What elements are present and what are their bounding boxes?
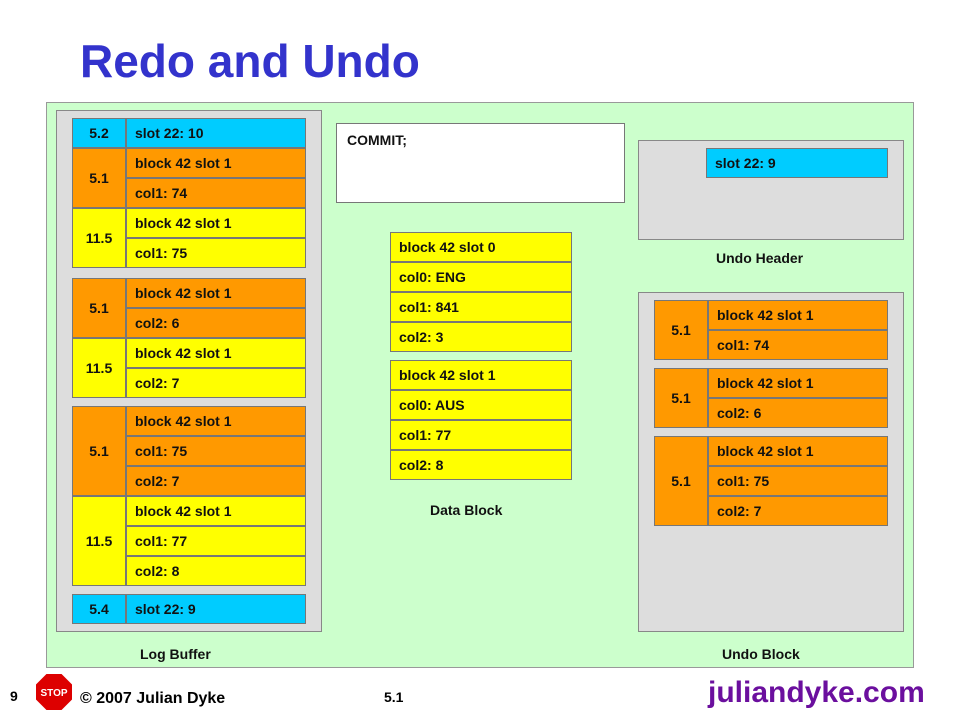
log-row: block 42 slot 1 (126, 278, 306, 308)
log-code: 11.5 (72, 338, 126, 398)
log-row: col1: 74 (126, 178, 306, 208)
log-row: col2: 7 (126, 368, 306, 398)
log-code: 5.4 (72, 594, 126, 624)
undo-row: col1: 74 (708, 330, 888, 360)
data-row: col2: 8 (390, 450, 572, 480)
brand-logo: juliandyke.com (708, 676, 925, 709)
undo-block-label: Undo Block (722, 646, 800, 662)
data-row: col0: ENG (390, 262, 572, 292)
undo-code: 5.1 (654, 436, 708, 526)
log-code: 5.1 (72, 406, 126, 496)
undo-code: 5.1 (654, 368, 708, 428)
log-row: col2: 7 (126, 466, 306, 496)
undo-row: col2: 6 (708, 398, 888, 428)
log-row: col2: 6 (126, 308, 306, 338)
undo-row: block 42 slot 1 (708, 300, 888, 330)
data-row: col1: 841 (390, 292, 572, 322)
log-row: col2: 8 (126, 556, 306, 586)
log-code: 11.5 (72, 208, 126, 268)
log-code: 11.5 (72, 496, 126, 586)
log-row: slot 22: 10 (126, 118, 306, 148)
log-row: col1: 77 (126, 526, 306, 556)
data-row: block 42 slot 1 (390, 360, 572, 390)
page-title: Redo and Undo (80, 35, 420, 87)
undo-row: block 42 slot 1 (708, 368, 888, 398)
copyright-text: © 2007 Julian Dyke (80, 690, 226, 707)
undo-row: col2: 7 (708, 496, 888, 526)
data-block-label: Data Block (430, 502, 503, 518)
log-row: block 42 slot 1 (126, 406, 306, 436)
undo-code: 5.1 (654, 300, 708, 360)
log-row: block 42 slot 1 (126, 148, 306, 178)
data-row: col2: 3 (390, 322, 572, 352)
section-code: 5.1 (384, 689, 404, 705)
log-code: 5.1 (72, 278, 126, 338)
log-row: col1: 75 (126, 238, 306, 268)
undo-header-slot: slot 22: 9 (706, 148, 888, 178)
undo-row: block 42 slot 1 (708, 436, 888, 466)
stop-sign-label: STOP (40, 688, 67, 699)
log-code: 5.2 (72, 118, 126, 148)
log-row: col1: 75 (126, 436, 306, 466)
log-buffer-label: Log Buffer (140, 646, 211, 662)
log-row: block 42 slot 1 (126, 496, 306, 526)
undo-header-label: Undo Header (716, 250, 804, 266)
log-row: block 42 slot 1 (126, 208, 306, 238)
log-code: 5.1 (72, 148, 126, 208)
undo-row: col1: 75 (708, 466, 888, 496)
log-row: slot 22: 9 (126, 594, 306, 624)
log-row: block 42 slot 1 (126, 338, 306, 368)
data-row: block 42 slot 0 (390, 232, 572, 262)
commit-statement: COMMIT; (336, 123, 625, 203)
data-row: col1: 77 (390, 420, 572, 450)
slide-number: 9 (10, 688, 18, 704)
data-row: col0: AUS (390, 390, 572, 420)
stop-sign-icon[interactable]: STOP (34, 672, 74, 712)
